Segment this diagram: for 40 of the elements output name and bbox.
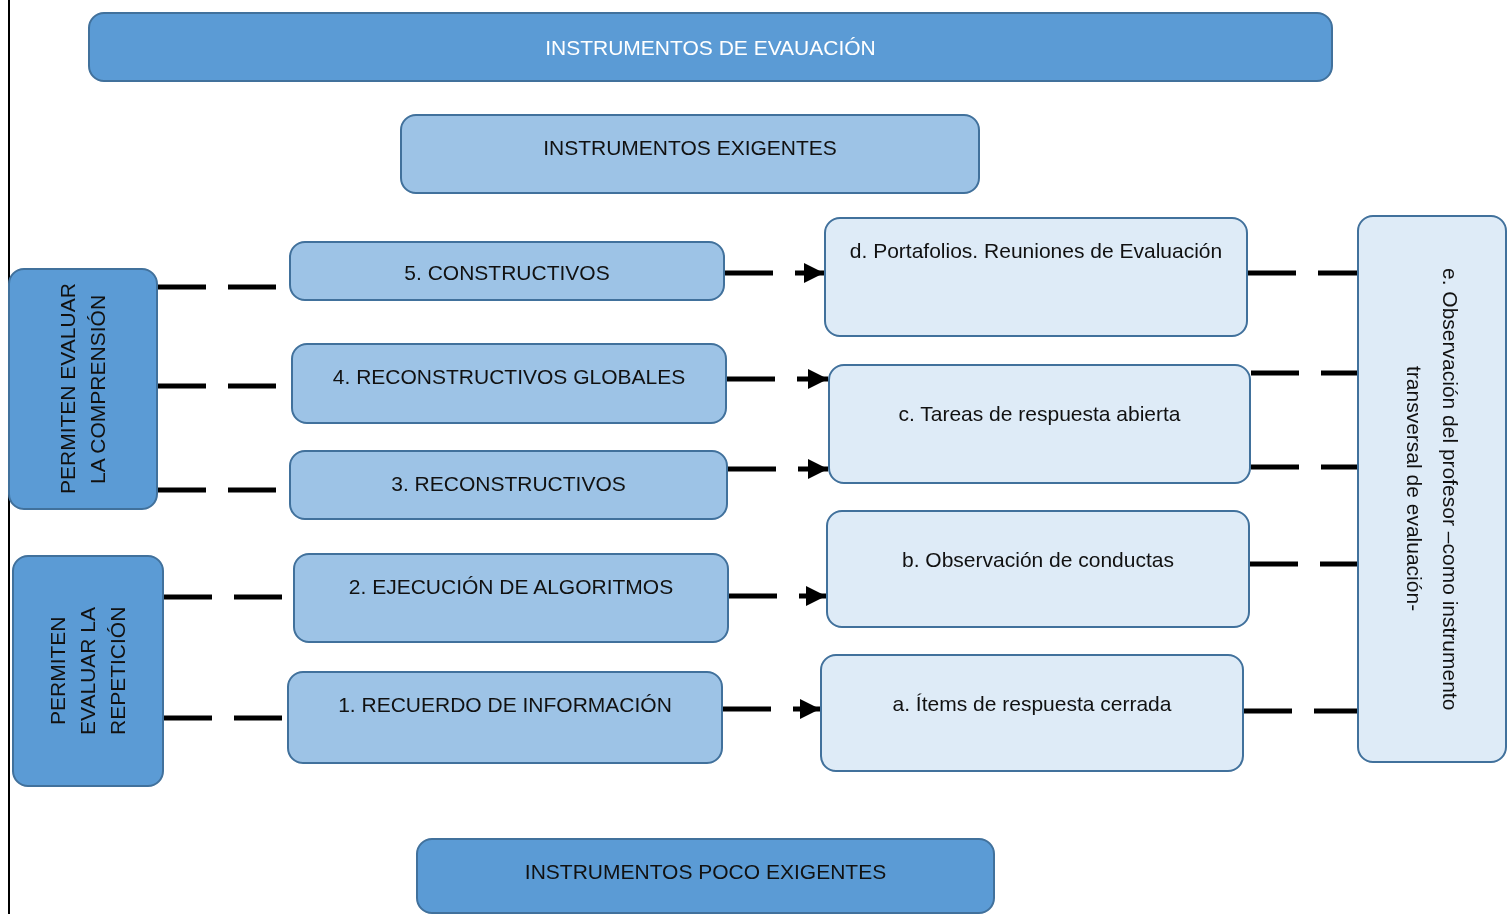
box-label: 2. EJECUCIÓN DE ALGORITMOS	[348, 574, 674, 600]
category-box	[291, 343, 727, 424]
heading-box	[8, 268, 158, 510]
box-label: 3. RECONSTRUCTIVOS	[391, 471, 626, 497]
connector-line	[1251, 370, 1357, 376]
instrument-box	[826, 510, 1250, 628]
connector-line	[1251, 464, 1357, 470]
box-label: b. Observación de conductas	[902, 547, 1174, 573]
category-box	[287, 671, 723, 764]
heading-box	[416, 838, 995, 914]
box-label: a. Ítems de respuesta cerrada	[892, 691, 1172, 717]
box-label: 4. RECONSTRUCTIVOS GLOBALES	[332, 364, 686, 390]
arrow	[728, 459, 828, 479]
category-box	[400, 114, 980, 194]
arrow	[725, 263, 824, 283]
instrument-box	[824, 217, 1248, 337]
connector-line	[1244, 708, 1357, 714]
arrow	[729, 586, 826, 606]
box-label: INSTRUMENTOS DE EVAUACIÓN	[545, 35, 876, 61]
arrow	[727, 369, 828, 389]
heading-box	[88, 12, 1333, 82]
box-label: e. Observación del profesor –como instrumento transversal de evaluación-	[1402, 266, 1463, 713]
category-box	[289, 450, 728, 520]
instrument-box	[828, 364, 1251, 484]
box-label: 1. RECUERDO DE INFORMACIÓN	[338, 692, 672, 718]
box-label: INSTRUMENTOS POCO EXIGENTES	[524, 859, 887, 885]
heading-box	[12, 555, 164, 787]
category-box	[289, 241, 725, 301]
connector-line	[1248, 270, 1357, 276]
arrow	[723, 699, 820, 719]
category-box	[293, 553, 729, 643]
box-label: PERMITEN EVALUAR LA REPETICIÓN	[45, 605, 130, 738]
instrument-box	[820, 654, 1244, 772]
box-label: PERMITEN EVALUAR LA COMPRENSIÓN	[55, 282, 110, 497]
instrument-box	[1357, 215, 1507, 763]
box-label: INSTRUMENTOS EXIGENTES	[543, 135, 837, 161]
connector-line	[1250, 561, 1357, 567]
box-label: 5. CONSTRUCTIVOS	[404, 260, 610, 286]
box-label: d. Portafolios. Reuniones de Evaluación	[849, 238, 1223, 264]
box-label: c. Tareas de respuesta abierta	[898, 401, 1181, 427]
